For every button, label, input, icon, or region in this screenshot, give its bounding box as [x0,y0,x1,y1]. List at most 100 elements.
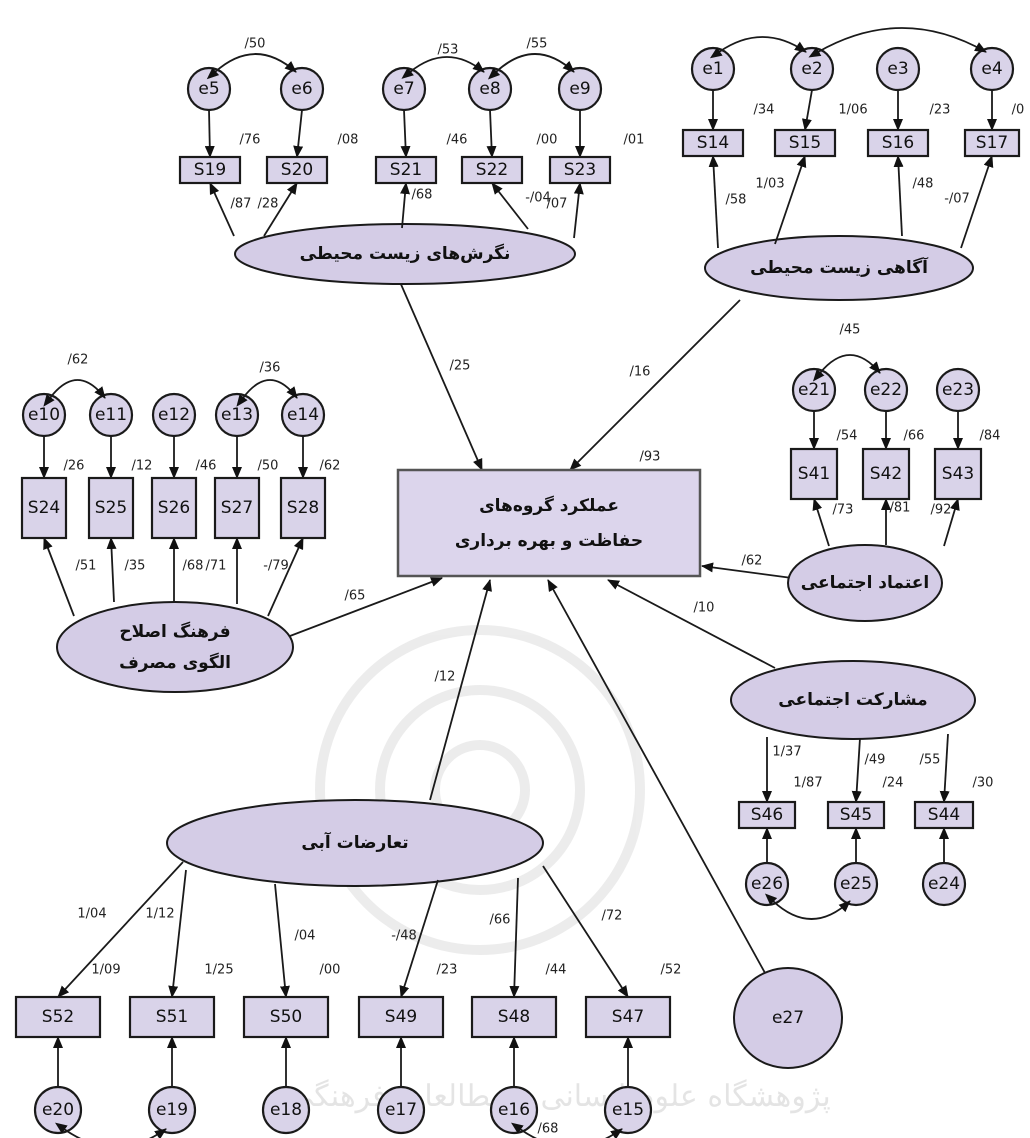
indicator-label: S48 [498,1007,530,1027]
indicator-label: S14 [697,133,729,153]
loading-label: -/04 [525,191,551,206]
indicator-box [773,128,837,158]
covariance-e20-e19 [55,1122,167,1138]
r-squared-label: /52 [661,963,682,978]
r-squared-label: /46 [196,459,217,474]
covariance-label: /50 [245,37,266,52]
loading-label: 1/12 [145,907,174,922]
covariance-e1-e2 [709,36,807,59]
indicator-box [737,800,797,830]
indicator-box [861,447,911,501]
r-squared-label: /46 [447,133,468,148]
loading-label: /68 [183,559,204,574]
error-label: e22 [870,380,902,400]
coef-participation: /10 [694,601,715,616]
error-label: e6 [291,79,312,99]
indicator-box [681,128,745,158]
loading-label: /49 [865,753,886,768]
indicator-label: S24 [28,498,60,518]
covariance-e13-e14: /36 [236,361,298,407]
indicator-label: S47 [612,1007,644,1027]
indicator-label: S25 [95,498,127,518]
r-squared-label: /08 [338,133,359,148]
indicator-box [866,128,930,158]
indicator-box [265,155,329,185]
indicator-label: S44 [928,805,960,825]
r-squared-label: 1/09 [91,963,120,978]
loading-label: -/48 [391,929,417,944]
loading-label: /68 [412,188,433,203]
indicator-box [242,995,330,1039]
r-squared-label: /12 [132,459,153,474]
loading-label: /87 [231,197,252,212]
error-label: e23 [942,380,974,400]
error-term-e15 [603,1085,653,1135]
indicator-label: S45 [840,805,872,825]
error-term-e23 [935,367,981,413]
indicator-box [460,155,524,185]
error-label: e11 [95,405,127,425]
latent-culture-label-line2: الگوی مصرف [119,652,231,673]
outcome-label-line1: عملکرد گروه‌های [479,495,619,516]
r-squared-label: /84 [980,429,1001,444]
loading-label: /72 [602,909,623,924]
indicator-box [178,155,242,185]
r-squared-label: /34 [754,103,775,118]
r-squared-label: /01 [624,133,645,148]
loading-label: /55 [920,753,941,768]
loading-label: /51 [76,559,97,574]
indicator-label: S15 [789,133,821,153]
indicator-label: S42 [870,464,902,484]
r-squared-label: /23 [930,103,951,118]
error-term-e12 [151,392,197,438]
disturbance-e27: e27 [733,967,843,1069]
r-squared-label: /26 [64,459,85,474]
r-squared-label: 1/06 [838,103,867,118]
indicator-label: S20 [281,160,313,180]
indicator-label: S52 [42,1007,74,1027]
indicator-label: S43 [942,464,974,484]
covariance-label: /36 [260,361,281,376]
latent-culture: فرهنگ اصلاح الگوی مصرف [56,601,294,693]
covariance-label: /53 [438,43,459,58]
latent-participation: مشارکت اجتماعی [730,660,976,740]
loading-label: /07 [547,197,568,212]
error-term-e18 [261,1085,311,1135]
structural-paths [289,281,793,983]
indicator-box [150,476,198,540]
indicator-box [913,800,975,830]
loading-label: /48 [913,177,934,192]
loading-label: 1/03 [755,177,784,192]
indicator-label: S26 [158,498,190,518]
latent-attitudes-label: نگرش‌های زیست محیطی [300,243,511,264]
indicator-label: S23 [564,160,596,180]
indicator-box [933,447,983,501]
indicator-label: S50 [270,1007,302,1027]
latent-awareness-label: آگاهی زیست محیطی [750,256,929,278]
indicator-box [963,128,1021,158]
r-squared-label: /66 [904,429,925,444]
error-label: e1 [702,59,723,79]
coef-conflicts: /12 [435,670,456,685]
indicator-label: S17 [976,133,1008,153]
indicator-box [279,476,327,540]
covariance-e16-e15: /68 [511,1122,623,1138]
r-squared-label: /30 [973,776,994,791]
